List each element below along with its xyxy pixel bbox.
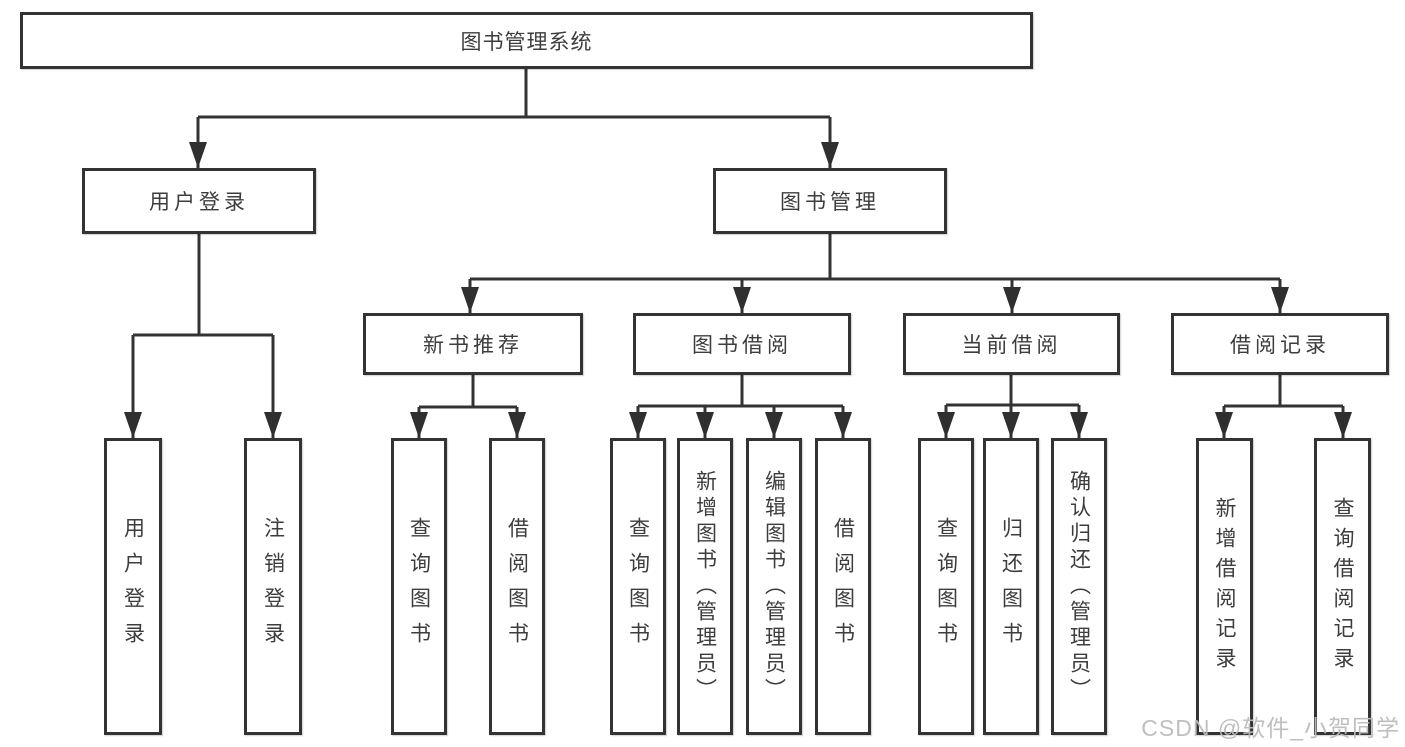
node-label: 图书借阅 — [692, 334, 792, 357]
node-book-management: 图书管理 — [713, 168, 947, 234]
node-label: 查询图书 — [626, 516, 650, 657]
node-current-confirm-return-admin: 确认归还（管理员） — [1051, 438, 1107, 735]
node-label: 借阅图书 — [831, 516, 855, 657]
node-library-management-system: 图书管理系统 — [20, 12, 1033, 69]
node-borrow-edit-books-admin: 编辑图书（管理员） — [746, 438, 802, 735]
node-label: 新书推荐 — [423, 334, 523, 357]
node-records-query-record: 查询借阅记录 — [1314, 438, 1371, 735]
node-user-login-leaf: 用户登录 — [104, 438, 162, 735]
node-label: 用户登录 — [149, 191, 249, 214]
node-records-add-record: 新增借阅记录 — [1196, 438, 1253, 735]
node-newrec-borrow-books: 借阅图书 — [489, 438, 545, 735]
node-label: 借阅图书 — [505, 516, 529, 657]
node-borrow-add-books-admin: 新增图书（管理员） — [677, 438, 733, 735]
node-label: 查询图书 — [934, 516, 958, 657]
node-user-login: 用户登录 — [82, 168, 316, 234]
node-label: 借阅记录 — [1230, 334, 1330, 357]
node-label: 图书管理 — [780, 191, 880, 214]
node-label: 查询图书 — [407, 516, 431, 657]
node-label: 图书管理系统 — [460, 30, 593, 54]
node-label: 查询借阅记录 — [1331, 496, 1354, 677]
node-label: 编辑图书（管理员） — [762, 469, 786, 704]
node-label: 用户登录 — [121, 516, 145, 657]
node-borrow-query-books: 查询图书 — [610, 438, 666, 735]
node-current-borrowing: 当前借阅 — [903, 313, 1120, 375]
node-borrow-borrow-books: 借阅图书 — [815, 438, 871, 735]
node-new-book-recommendation: 新书推荐 — [363, 313, 583, 375]
node-label: 注销登录 — [261, 516, 285, 657]
node-label: 归还图书 — [999, 516, 1023, 657]
node-newrec-query-books: 查询图书 — [391, 438, 447, 735]
node-current-return-books: 归还图书 — [983, 438, 1039, 735]
node-label: 新增借阅记录 — [1213, 496, 1236, 677]
node-book-borrowing: 图书借阅 — [633, 313, 851, 375]
node-label: 确认归还（管理员） — [1067, 469, 1091, 704]
node-borrowing-records: 借阅记录 — [1171, 313, 1389, 375]
node-current-query-books: 查询图书 — [918, 438, 974, 735]
watermark: CSDN @软件_小贺同学 — [1141, 715, 1400, 741]
node-logout: 注销登录 — [244, 438, 302, 735]
node-label: 当前借阅 — [961, 334, 1062, 357]
node-label: 新增图书（管理员） — [693, 469, 717, 704]
